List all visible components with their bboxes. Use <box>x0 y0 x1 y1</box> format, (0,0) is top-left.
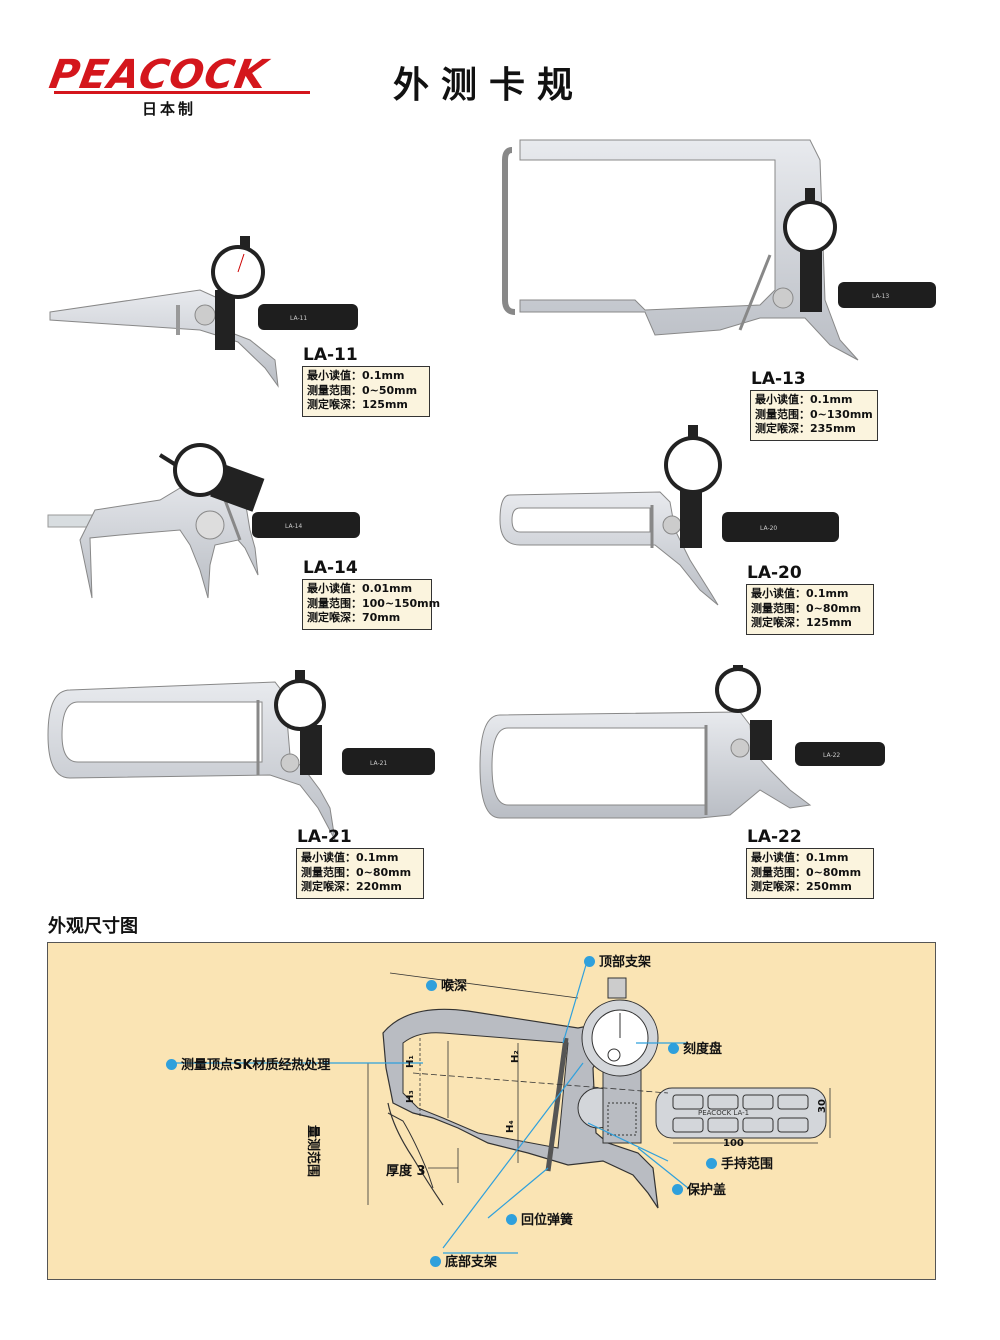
spec-min-reading: 最小读值：0.1mm <box>751 587 849 600</box>
h2-label: H₂ <box>510 1050 521 1063</box>
section-title: 外观尺寸图 <box>48 916 138 937</box>
grip-length-label: 100 <box>723 1138 744 1149</box>
product-illustrations: LA-11 LA-13 LA-14 LA-20 <box>47 139 936 841</box>
logo-underline <box>54 91 310 94</box>
h3-label: H₃ <box>405 1090 416 1103</box>
spec-throat-depth: 测定喉深：125mm <box>307 398 408 411</box>
grip-label-la-21: LA-21 <box>370 760 387 767</box>
model-la-21: LA-21 <box>297 827 352 847</box>
model-la-22: LA-22 <box>747 827 802 847</box>
bullet-icon <box>430 1256 441 1267</box>
spec-range: 测量范围：0~80mm <box>301 865 412 879</box>
spec-range: 测量范围：0~130mm <box>755 407 873 421</box>
bullet-icon <box>584 956 595 967</box>
spec-range: 测量范围：0~80mm <box>751 601 862 615</box>
spec-range: 测量范围：0~50mm <box>307 383 418 397</box>
spec-box-la-14: 最小读值：0.01mm 测量范围：100~150mm 测定喉深：70mm <box>302 579 441 630</box>
spec-range: 测量范围：0~80mm <box>751 865 862 879</box>
spec-range: 测量范围：100~150mm <box>307 596 441 610</box>
spec-box-la-13: 最小读值：0.1mm 测量范围：0~130mm 测定喉深：235mm <box>750 390 878 441</box>
spec-throat-depth: 测定喉深：250mm <box>751 880 852 893</box>
spec-min-reading: 最小读值：0.1mm <box>755 393 853 406</box>
caliper-la-11-image: LA-11 <box>49 236 358 388</box>
bullet-icon <box>426 980 437 991</box>
grip-brand-text: PEACOCK LA-1 <box>698 1109 749 1117</box>
spec-throat-depth: 测定喉深：70mm <box>307 611 401 624</box>
spec-throat-depth: 测定喉深：125mm <box>751 616 852 629</box>
spec-box-la-22: 最小读值：0.1mm 测量范围：0~80mm 测定喉深：250mm <box>746 848 874 899</box>
caliper-la-20-image: LA-20 <box>499 425 839 606</box>
model-la-14: LA-14 <box>303 558 358 578</box>
label-measure-range: 量测范围 <box>305 1125 320 1178</box>
grip-label-la-22: LA-22 <box>823 752 840 759</box>
h1-label: H₁ <box>405 1055 416 1068</box>
label-thickness: 厚度 3 <box>386 1164 426 1179</box>
spec-box-la-21: 最小读值：0.1mm 测量范围：0~80mm 测定喉深：220mm <box>296 848 424 899</box>
caliper-la-13-image: LA-13 <box>502 139 936 361</box>
dimension-diagram: PEACOCK LA-1 H₁ H₂ H₃ <box>47 942 936 1280</box>
page-title: 外测卡规 <box>393 65 586 106</box>
spec-min-reading: 最小读值：0.1mm <box>307 369 405 382</box>
spec-min-reading: 最小读值：0.1mm <box>751 851 849 864</box>
bullet-icon <box>166 1059 177 1070</box>
label-return-spring: 回位弹簧 <box>506 1209 573 1228</box>
spec-min-reading: 最小读值：0.1mm <box>301 851 399 864</box>
model-la-20: LA-20 <box>747 563 802 583</box>
spec-box-la-11: 最小读值：0.1mm 测量范围：0~50mm 测定喉深：125mm <box>302 366 430 417</box>
brand-logo: PEACOCK 日本制 <box>46 52 320 122</box>
bullet-icon <box>706 1158 717 1169</box>
model-la-13: LA-13 <box>751 369 806 389</box>
model-la-11: LA-11 <box>303 345 358 365</box>
label-throat-depth: 喉深 <box>426 975 467 994</box>
grip-height-label: 30 <box>817 1099 828 1113</box>
label-dial: 刻度盘 <box>668 1038 722 1057</box>
grip-label-la-14: LA-14 <box>285 523 302 530</box>
spec-throat-depth: 测定喉深：235mm <box>755 422 856 435</box>
caliper-la-14-image: LA-14 <box>47 443 360 599</box>
caliper-la-22-image: LA-22 <box>479 665 885 819</box>
label-contact-point: 测量顶点SK材质经热处理 <box>166 1054 330 1073</box>
spec-min-reading: 最小读值：0.01mm <box>307 582 413 595</box>
bullet-icon <box>672 1184 683 1195</box>
label-top-frame: 顶部支架 <box>584 951 651 970</box>
bullet-icon <box>506 1214 517 1225</box>
grip-label-la-13: LA-13 <box>872 293 889 300</box>
brand-origin: 日本制 <box>142 100 197 118</box>
caliper-la-21-image: LA-21 <box>47 670 435 841</box>
spec-box-la-20: 最小读值：0.1mm 测量范围：0~80mm 测定喉深：125mm <box>746 584 874 635</box>
diagram-drawing: PEACOCK LA-1 H₁ H₂ H₃ <box>173 957 831 1254</box>
label-grip-range: 手持范围 <box>706 1153 773 1172</box>
grip-label-la-20: LA-20 <box>760 525 777 532</box>
bullet-icon <box>668 1043 679 1054</box>
label-guard: 保护盖 <box>672 1179 726 1198</box>
label-bottom-frame: 底部支架 <box>430 1251 497 1270</box>
grip-label-la-11: LA-11 <box>290 315 307 322</box>
h4-label: H₄ <box>505 1120 516 1133</box>
spec-throat-depth: 测定喉深：220mm <box>301 880 402 893</box>
